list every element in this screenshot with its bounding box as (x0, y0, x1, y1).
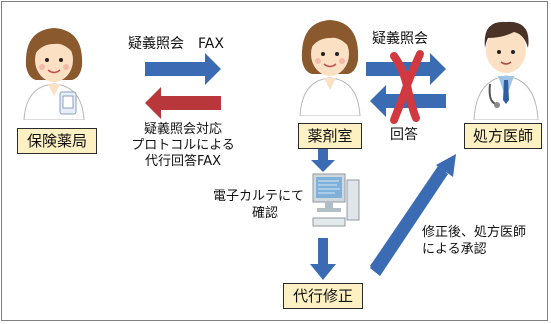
label-protocol-line2: プロトコルによる (131, 138, 235, 153)
label-protocol: 疑義照会対応 プロトコルによる 代行回答FAX (131, 122, 235, 170)
pharmacist-center-icon (290, 12, 370, 116)
label-approval: 修正後、処方医師 による承認 (422, 224, 526, 258)
pharmacist-left-icon (14, 20, 94, 120)
label-answer: 回答 (390, 127, 418, 143)
label-protocol-line1: 疑義照会対応 (143, 122, 222, 137)
label-inquiry-fax: 疑義照会 FAX (128, 36, 224, 52)
node-pharmacy: 保険薬局 (17, 128, 97, 154)
node-doctor: 処方医師 (464, 123, 542, 149)
computer-icon (311, 172, 361, 234)
cross-mark-2 (390, 50, 424, 124)
doctor-icon (466, 12, 546, 120)
node-dispensary: 薬剤室 (298, 123, 362, 149)
label-ehr-line1: 電子カルテにて (212, 189, 304, 204)
label-approval-line1: 修正後、処方医師 (422, 225, 527, 240)
arrow-inquiry-doctor (366, 53, 446, 85)
label-protocol-line3: 代行回答FAX (144, 154, 222, 169)
label-approval-line2: による承認 (422, 242, 487, 257)
arrow-to-fix (310, 238, 336, 280)
label-ehr: 電子カルテにて 確認 (192, 188, 304, 222)
label-ehr-line2: 確認 (251, 206, 278, 221)
node-proxy-fix: 代行修正 (283, 283, 363, 309)
arrow-proxy-answer (145, 87, 221, 119)
label-inquiry-top: 疑義照会 (372, 31, 428, 47)
arrow-to-ehr (311, 148, 335, 172)
arrow-inquiry-fax (145, 53, 221, 85)
